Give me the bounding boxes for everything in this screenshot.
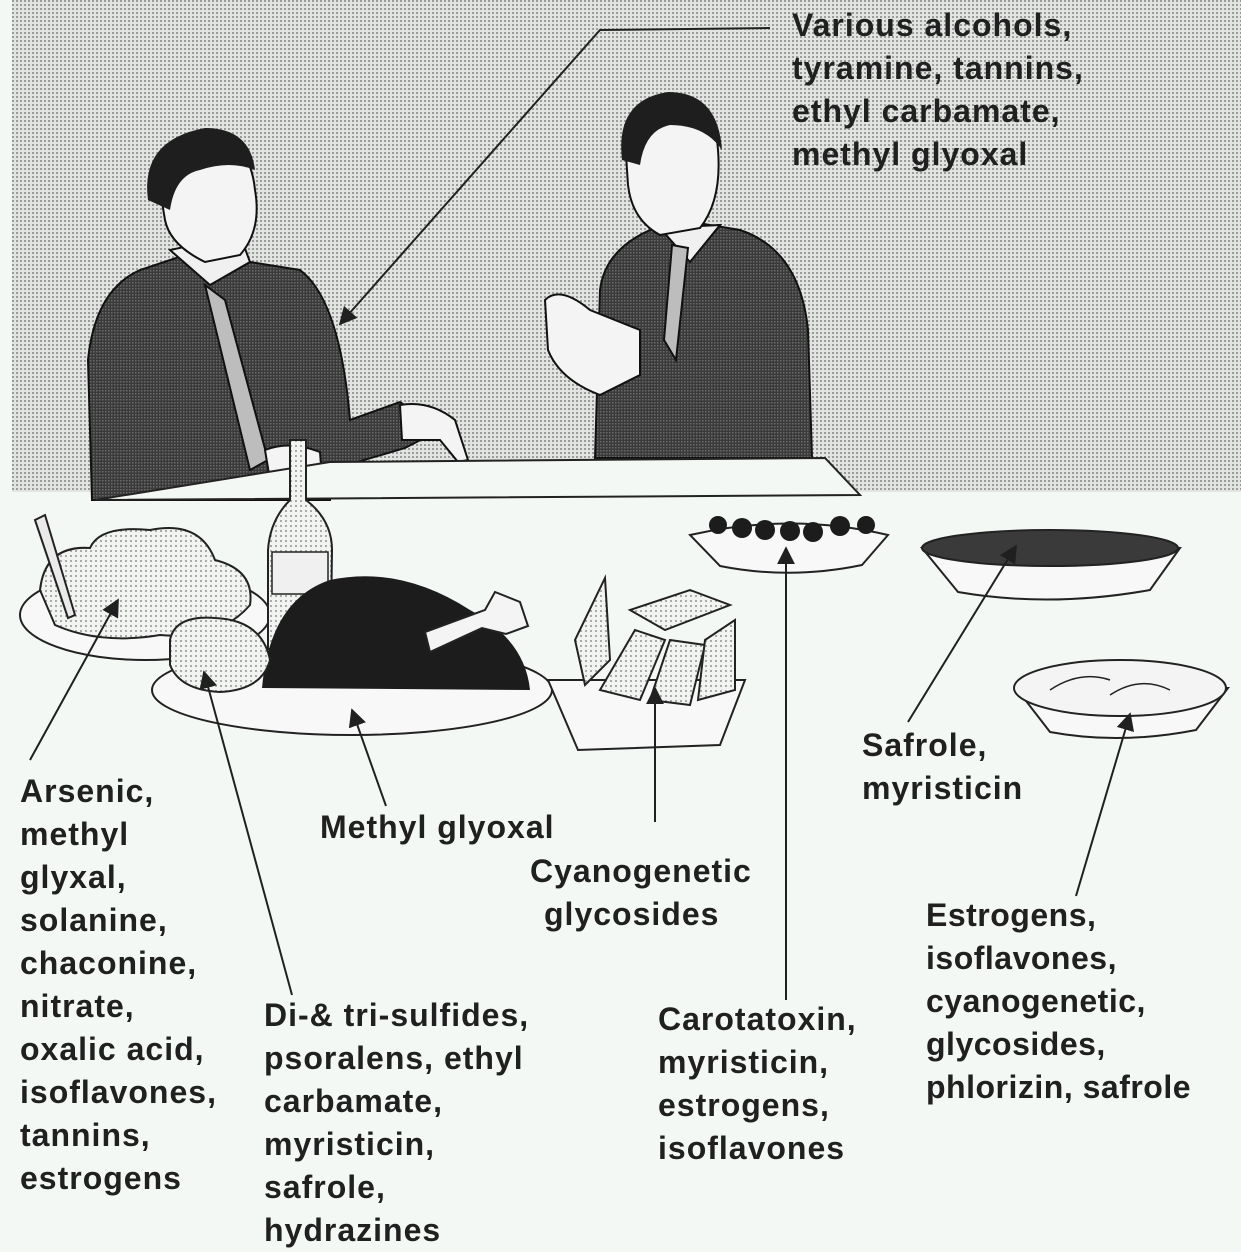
label-line: methyl glyoxal bbox=[792, 133, 1084, 176]
label-line: isoflavones, bbox=[20, 1071, 217, 1114]
label-olives: Carotatoxin, myristicin, estrogens, isof… bbox=[658, 998, 857, 1170]
label-line: oxalic acid, bbox=[20, 1028, 217, 1071]
vegetable-bowl bbox=[548, 578, 745, 750]
label-line: Di-& tri-sulfides, bbox=[264, 994, 529, 1037]
label-line: estrogens bbox=[20, 1157, 217, 1200]
label-line: Cyanogenetic bbox=[530, 850, 752, 893]
label-line: nitrate, bbox=[20, 985, 217, 1028]
label-turkey: Methyl glyoxal bbox=[320, 806, 555, 849]
label-line: Carotatoxin, bbox=[658, 998, 857, 1041]
label-line: solanine, bbox=[20, 899, 217, 942]
label-line: myristicin, bbox=[658, 1041, 857, 1084]
olive-dish bbox=[690, 516, 888, 573]
label-line: ethyl carbamate, bbox=[792, 90, 1084, 133]
label-line: chaconine, bbox=[20, 942, 217, 985]
label-line: isoflavones bbox=[658, 1127, 857, 1170]
sauce-dish bbox=[922, 530, 1180, 600]
label-sauce: Safrole, myristicin bbox=[862, 724, 1023, 810]
label-line: Safrole, bbox=[862, 724, 1023, 767]
label-line: carbamate, bbox=[264, 1080, 529, 1123]
label-line: estrogens, bbox=[658, 1084, 857, 1127]
label-beverages: Various alcohols, tyramine, tannins, eth… bbox=[792, 4, 1084, 176]
label-line: Arsenic, bbox=[20, 770, 217, 813]
label-line: isoflavones, bbox=[926, 937, 1191, 980]
label-line: cyanogenetic, bbox=[926, 980, 1191, 1023]
arrow-dessert bbox=[1076, 714, 1130, 896]
label-potatoes: Arsenic, methyl glyxal, solanine, chacon… bbox=[20, 770, 217, 1200]
label-line: Methyl glyoxal bbox=[320, 806, 555, 849]
label-line: phlorizin, safrole bbox=[926, 1066, 1191, 1109]
label-line: methyl bbox=[20, 813, 217, 856]
label-line: tyramine, tannins, bbox=[792, 47, 1084, 90]
label-vegetables: Cyanogenetic glycosides bbox=[530, 850, 752, 936]
label-line: myristicin bbox=[862, 767, 1023, 810]
label-line: glycosides bbox=[530, 893, 752, 936]
dessert-dish bbox=[1014, 660, 1228, 738]
label-line: hydrazines bbox=[264, 1209, 529, 1252]
label-line: psoralens, ethyl bbox=[264, 1037, 529, 1080]
label-dessert: Estrogens, isoflavones, cyanogenetic, gl… bbox=[926, 894, 1191, 1109]
label-line: tannins, bbox=[20, 1114, 217, 1157]
label-line: myristicin, bbox=[264, 1123, 529, 1166]
label-line: glycosides, bbox=[926, 1023, 1191, 1066]
label-line: Various alcohols, bbox=[792, 4, 1084, 47]
label-line: safrole, bbox=[264, 1166, 529, 1209]
label-line: Estrogens, bbox=[926, 894, 1191, 937]
label-line: glyxal, bbox=[20, 856, 217, 899]
label-side-dish: Di-& tri-sulfides, psoralens, ethyl carb… bbox=[264, 994, 529, 1252]
